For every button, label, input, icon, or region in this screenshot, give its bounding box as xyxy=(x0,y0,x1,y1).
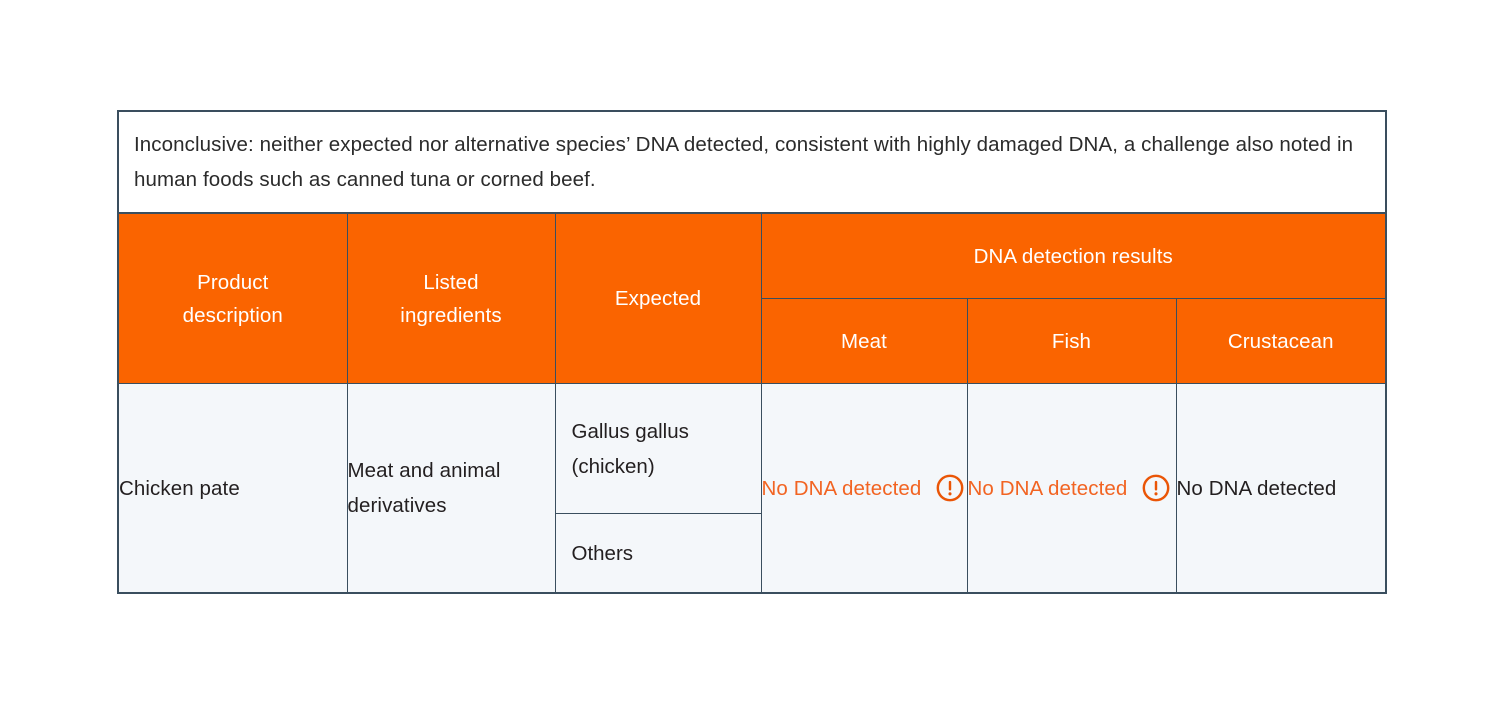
cell-expected: Gallus gallus (chicken) Others xyxy=(554,383,762,592)
expected-secondary: Others xyxy=(571,541,634,565)
column-header-crustacean: Crustacean xyxy=(1175,298,1385,384)
header-line-2: description xyxy=(182,303,283,327)
result-text: No DNA detected xyxy=(761,476,922,500)
cell-fish-result: No DNA detected xyxy=(966,383,1177,592)
dna-results-table: Product description Listed ingredients E… xyxy=(119,214,1385,592)
cell-product-description: Chicken pate xyxy=(119,383,348,592)
header-line-1: Listed xyxy=(423,270,479,294)
table-row: Chicken pate Meat and animal derivatives… xyxy=(119,383,1386,592)
result-text: No DNA detected xyxy=(1176,476,1337,500)
cell-listed-ingredients: Meat and animal derivatives xyxy=(346,383,556,592)
alert-circle-icon xyxy=(1143,474,1170,502)
table-header-row-2: Meat Fish Crustacean xyxy=(119,298,1385,384)
results-figure: Inconclusive: neither expected nor alter… xyxy=(117,110,1387,594)
column-header-dna-detection-results: DNA detection results xyxy=(760,214,1385,299)
column-header-meat: Meat xyxy=(761,298,968,384)
column-header-expected: Expected xyxy=(554,214,762,384)
cell-crustacean-result: No DNA detected xyxy=(1175,383,1386,592)
result-crustacean: No DNA detected xyxy=(1177,471,1386,506)
alert-circle-icon xyxy=(937,474,964,502)
column-header-fish: Fish xyxy=(966,298,1177,384)
cell-meat-result: No DNA detected xyxy=(760,383,968,592)
result-text: No DNA detected xyxy=(967,476,1128,500)
table-header-row-1: Product description Listed ingredients E… xyxy=(119,214,1385,384)
figure-note: Inconclusive: neither expected nor alter… xyxy=(119,112,1385,214)
result-fish: No DNA detected xyxy=(968,471,1176,506)
header-line-1: Product xyxy=(197,270,269,294)
column-header-listed-ingredients: Listed ingredients xyxy=(346,214,556,384)
result-meat: No DNA detected xyxy=(762,471,967,506)
column-header-product-description: Product description xyxy=(119,214,348,384)
expected-primary: Gallus gallus (chicken) xyxy=(555,384,761,514)
header-line-2: ingredients xyxy=(400,303,502,327)
